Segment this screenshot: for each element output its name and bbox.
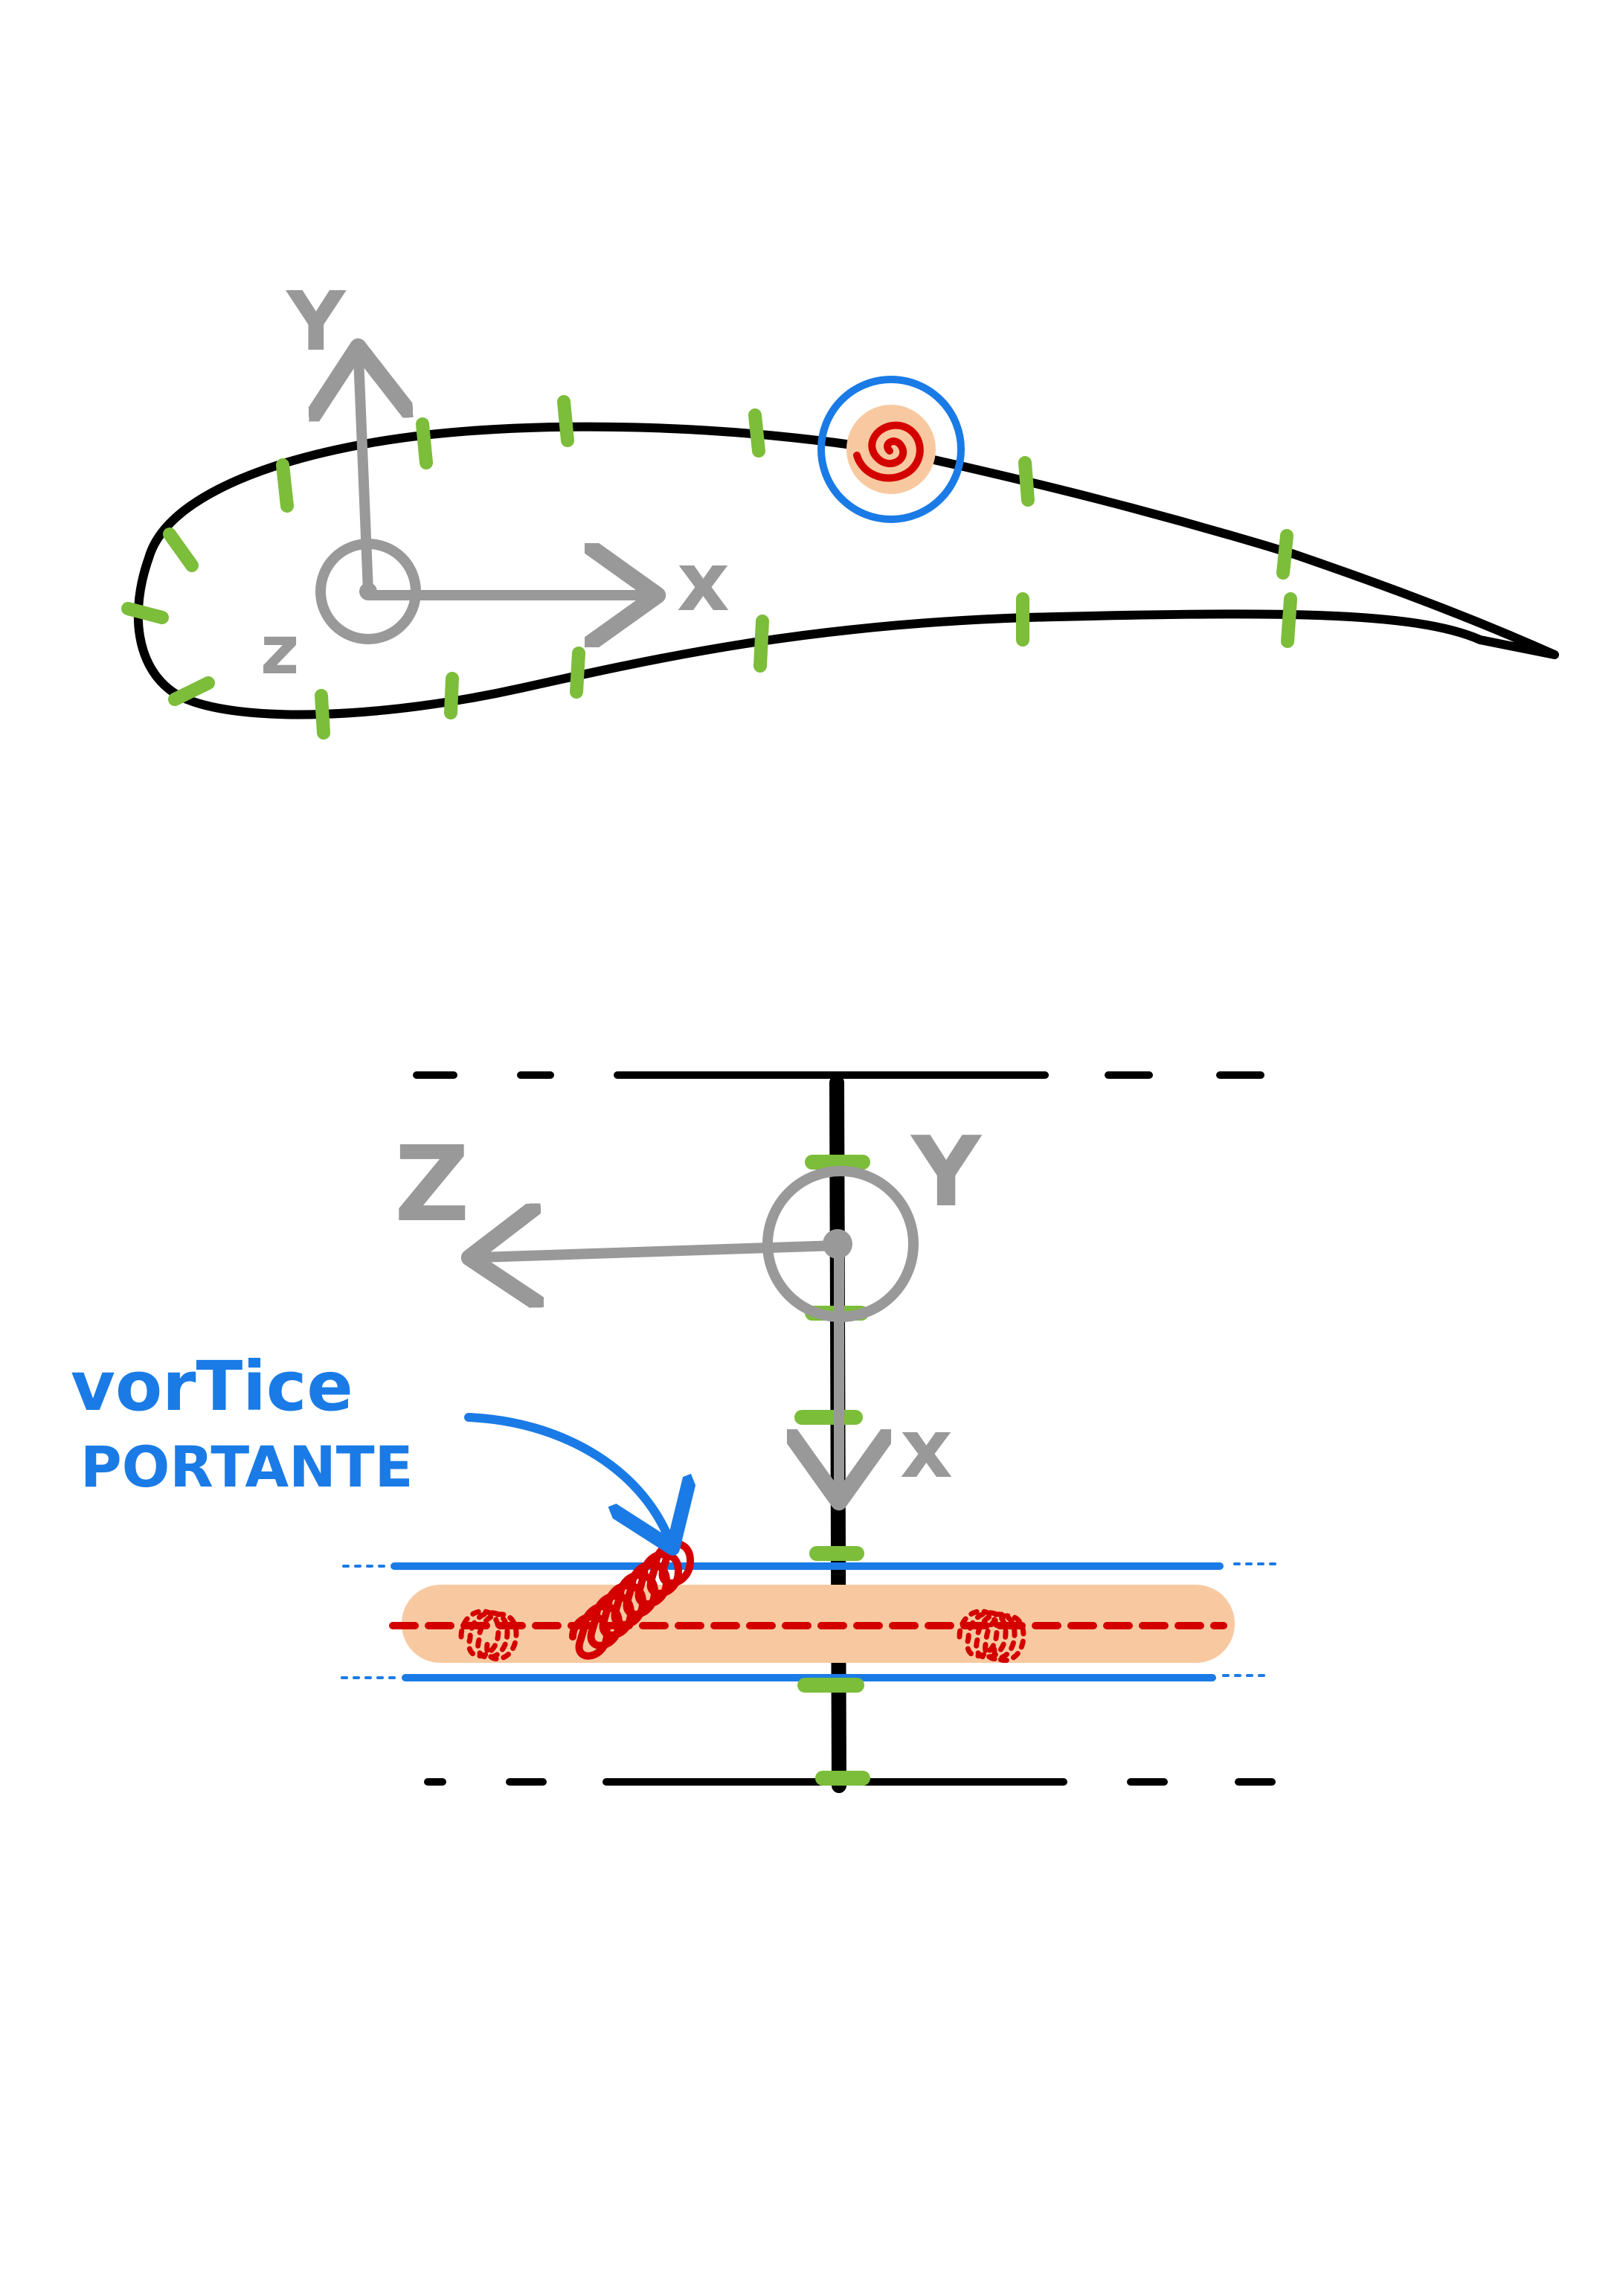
airfoil-outline [133, 422, 1559, 719]
control-ring [817, 376, 965, 523]
panel-marker [444, 672, 459, 719]
vortex-coil-faded [957, 1609, 1026, 1663]
z-axis-arrow [480, 1245, 843, 1257]
panel-marker [1018, 456, 1035, 507]
lifting-vortex-annotation: vorTice PORTANTE [71, 1347, 669, 1540]
axes-top: Y x z [260, 274, 730, 690]
axis-label-z: Z [394, 1124, 470, 1245]
annotation-line1: vorTice [71, 1347, 353, 1426]
panel-marker [557, 395, 574, 447]
panel-marker [570, 647, 585, 699]
panel-marker [163, 527, 199, 572]
panel-marker [1276, 529, 1293, 580]
panel-marker [416, 417, 433, 469]
panel-markers [121, 395, 1297, 740]
panel-marker [168, 676, 215, 706]
axis-label-y: Y [285, 274, 347, 369]
lifting-vortex [389, 1540, 1227, 1663]
panel-marker [276, 458, 294, 513]
panel-marker [753, 615, 769, 673]
axis-label-y: Y [910, 1115, 983, 1228]
panel-marker [748, 408, 765, 458]
annotation-arrow [464, 1413, 669, 1540]
panel-marker [1281, 592, 1297, 648]
vortex-coil [569, 1540, 695, 1660]
vortex-coil-faded [458, 1609, 519, 1661]
panel-marker [315, 689, 330, 740]
vortex-spiral [853, 421, 924, 482]
axis-label-x: x [677, 534, 730, 629]
axis-label-x: x [900, 1401, 953, 1496]
axes-front: Z Y x [394, 1115, 983, 1496]
panel-marker [121, 602, 169, 624]
annotation-line2: PORTANTE [80, 1434, 414, 1500]
y-axis-arrow [359, 357, 368, 597]
axis-label-z: z [260, 612, 299, 690]
bound-vortex-top [817, 376, 965, 523]
wing-front-view: Z Y x vorTice PORTANTE [71, 1071, 1281, 1793]
airfoil-view: Y x z [121, 274, 1559, 740]
